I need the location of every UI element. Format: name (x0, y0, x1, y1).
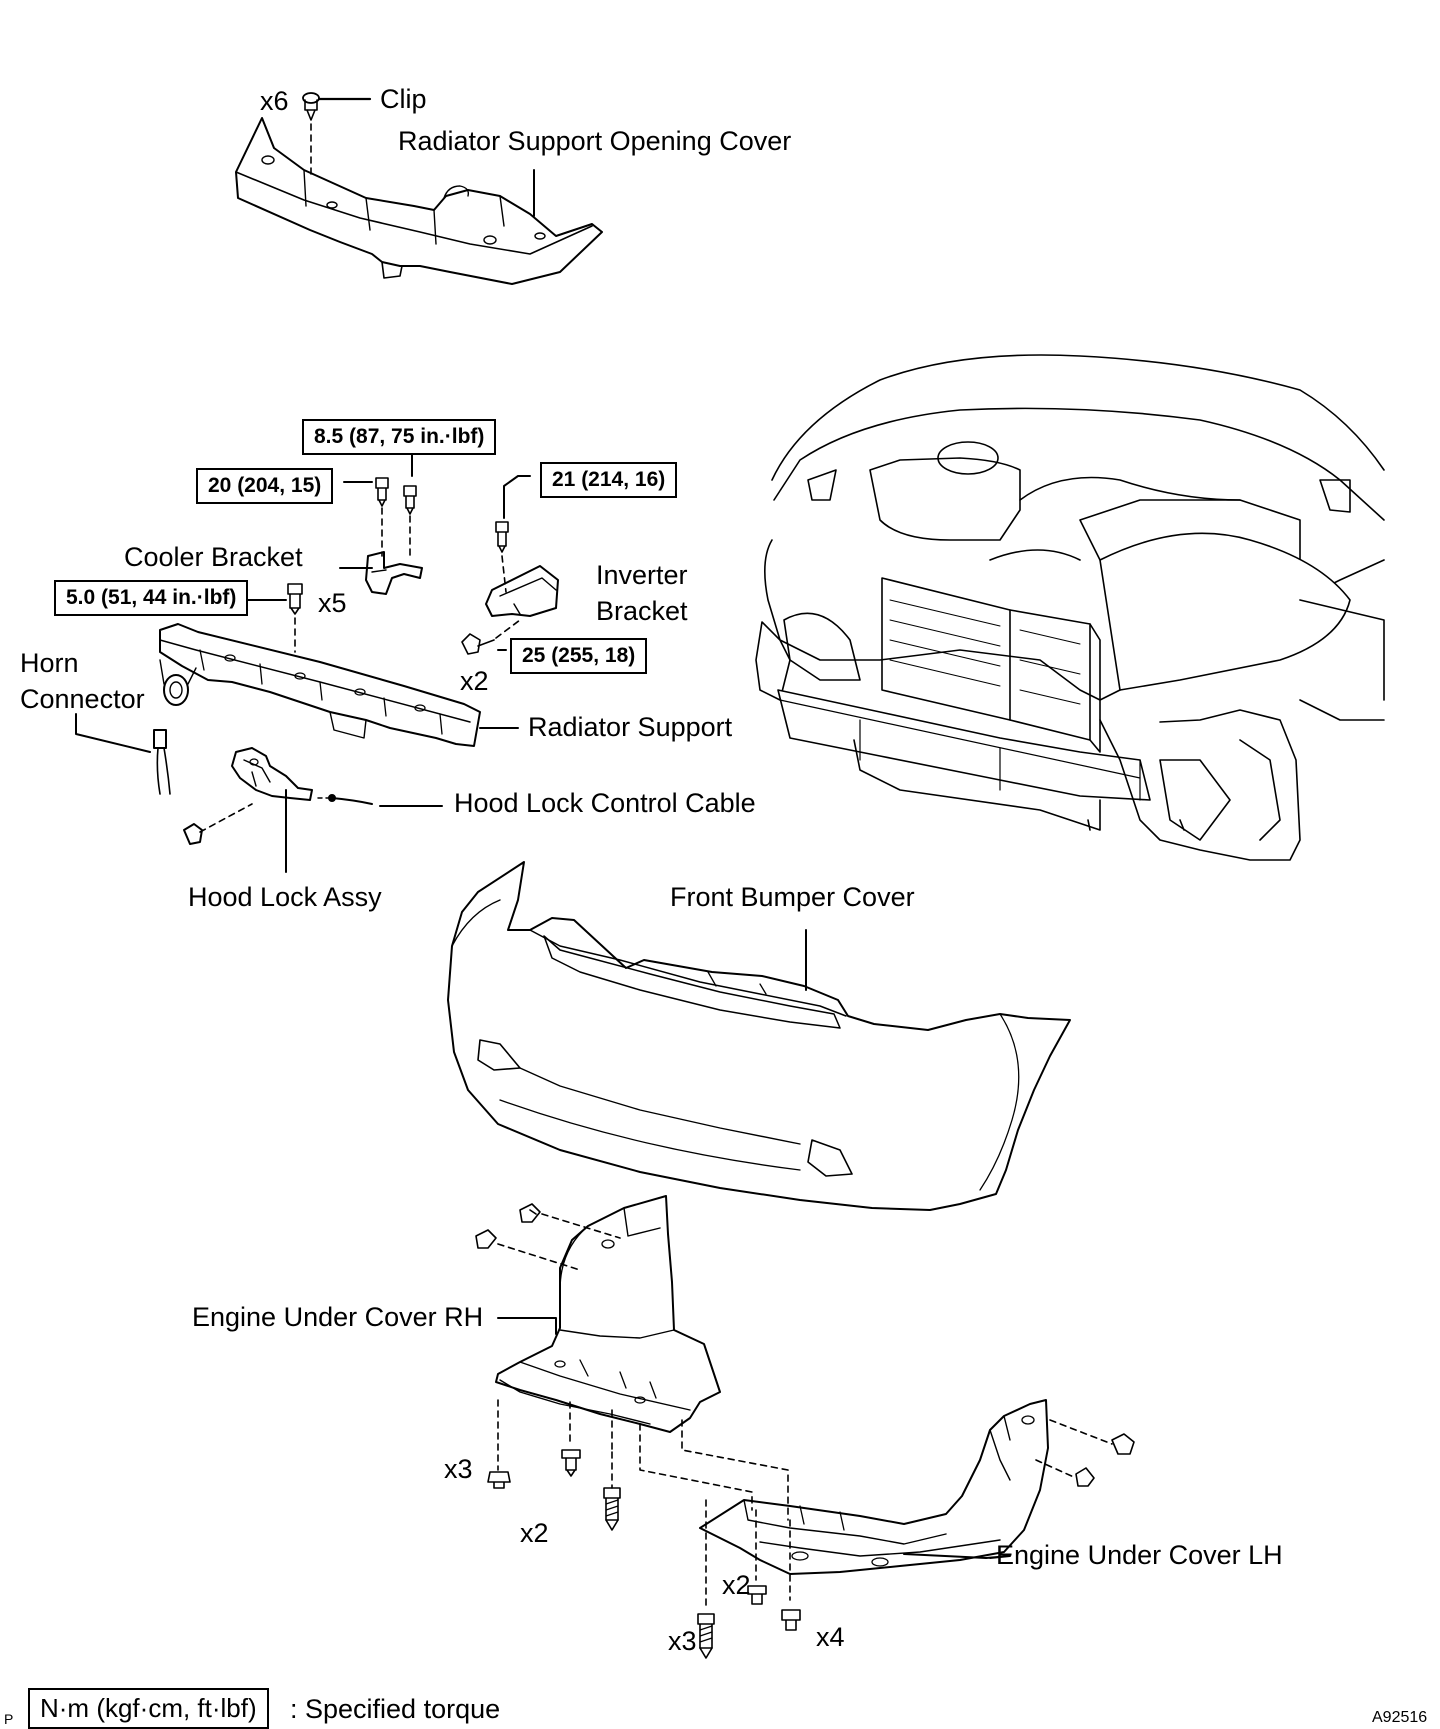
bolt-qty-x5: x5 (318, 588, 347, 618)
engine-under-cover-lh-label: Engine Under Cover LH (996, 1540, 1283, 1570)
legend-description: : Specified torque (290, 1694, 501, 1724)
engine-under-cover-rh-label: Engine Under Cover RH (192, 1302, 484, 1332)
torque-spec-5-0: 5.0 (51, 44 in.·lbf) (54, 580, 249, 616)
bolt-fastener-x5 (287, 583, 303, 653)
rh-qty-x2: x2 (520, 1518, 549, 1548)
radiator-support-opening-cover-label: Radiator Support Opening Cover (398, 126, 792, 156)
torque-spec-25: 25 (255, 18) (510, 638, 648, 674)
cooler-bracket-label: Cooler Bracket (124, 542, 303, 572)
lh-qty-x4: x4 (816, 1622, 845, 1652)
figure-id: A92516 (1372, 1709, 1428, 1726)
torque-spec-21: 21 (214, 16) (540, 462, 678, 498)
hood-lock-assy-part (183, 747, 313, 845)
clip-qty: x6 (260, 86, 289, 116)
clip-label: Clip (380, 84, 427, 114)
radiator-support-opening-cover-part (235, 117, 603, 285)
lh-leader-line (903, 1553, 987, 1559)
bolt-fasteners-cooler (375, 477, 417, 561)
legend-units-box: N·m (kgf·cm, ft·lbf) (28, 1688, 269, 1729)
lh-qty-x2: x2 (722, 1570, 751, 1600)
lh-qty-x3: x3 (668, 1626, 697, 1656)
horn-connector-label-line2: Connector (20, 684, 145, 714)
hood-lock-control-cable-label: Hood Lock Control Cable (454, 788, 756, 818)
cooler-bracket-part (365, 551, 423, 595)
legend-prefix: P (4, 1711, 14, 1727)
radiator-support-label: Radiator Support (528, 712, 733, 742)
inverter-qty-x2: x2 (460, 666, 489, 696)
clip-fastener (302, 92, 372, 179)
leader-lines (75, 169, 1011, 1559)
front-bumper-cover-part (447, 861, 1071, 1211)
hood-lock-control-cable-part (317, 794, 373, 805)
hood-lock-assy-label: Hood Lock Assy (188, 882, 382, 912)
horn-connector-label-line1: Horn (20, 648, 79, 678)
inverter-bracket-part (461, 521, 559, 655)
rh-qty-x3: x3 (444, 1454, 473, 1484)
front-bumper-cover-label: Front Bumper Cover (670, 882, 915, 912)
radiator-support-part (159, 623, 481, 747)
torque-spec-8-5: 8.5 (87, 75 in.·lbf) (302, 419, 497, 455)
inverter-bracket-label-line2: Bracket (596, 596, 688, 626)
torque-spec-20: 20 (204, 15) (196, 468, 334, 504)
horn-connector-part (153, 729, 171, 795)
vehicle-front-illustration (755, 354, 1385, 861)
engine-under-cover-rh-part (475, 1195, 721, 1531)
inverter-bracket-label-line1: Inverter (596, 560, 688, 590)
engine-under-cover-lh-part (639, 1399, 1135, 1659)
